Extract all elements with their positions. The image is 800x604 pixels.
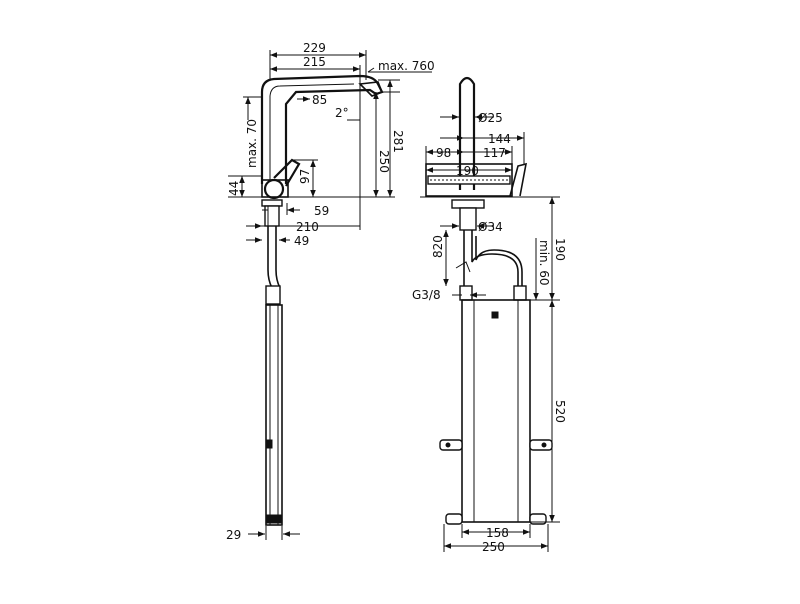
dim-210: 210 xyxy=(296,220,319,234)
faucet-column xyxy=(458,76,476,190)
side-view: 229 215 max. 760 85 2° max. 70 44 97 xyxy=(226,41,435,542)
handle-lever xyxy=(273,158,301,187)
dim-59: 59 xyxy=(314,204,329,218)
mount-shank xyxy=(264,205,280,227)
hose-right xyxy=(275,226,281,289)
hose-left xyxy=(267,226,273,289)
dim-97: 97 xyxy=(298,169,312,184)
mount-ring xyxy=(261,199,283,207)
dim-117: 117 xyxy=(483,146,506,160)
faucet-base xyxy=(261,179,289,198)
body-circle xyxy=(263,178,285,200)
dim-g38: G3/8 xyxy=(412,288,441,302)
dim-229: 229 xyxy=(303,41,326,55)
bracket-right-hole xyxy=(541,442,547,448)
dim-820: 820 xyxy=(431,235,445,258)
dim-158: 158 xyxy=(486,526,509,540)
dim-250-bottom: 250 xyxy=(482,540,505,554)
front-mount-ring xyxy=(451,199,485,209)
right-connector xyxy=(513,285,527,301)
dim-dia-34: Ø34 xyxy=(478,220,503,234)
foot-left xyxy=(445,513,463,525)
dim-520: 520 xyxy=(553,400,567,423)
dim-44: 44 xyxy=(227,181,241,196)
dim-max-760: max. 760 xyxy=(378,59,435,73)
arrow-760 xyxy=(367,67,375,73)
cabinet-box-front xyxy=(461,299,531,523)
box-screw xyxy=(491,311,499,319)
spout-inner-line xyxy=(269,83,355,180)
front-hose-outer xyxy=(475,236,523,290)
dim-144: 144 xyxy=(488,132,511,146)
dim-98: 98 xyxy=(436,146,451,160)
dim-min-60: min. 60 xyxy=(537,240,551,286)
box-bracket xyxy=(265,439,273,449)
front-view: Ø25 144 98 117 190 Ø34 820 G3/8 min. 60 … xyxy=(412,76,567,554)
bracket-left xyxy=(439,439,463,451)
cabinet-box-side xyxy=(265,304,283,526)
bracket-right xyxy=(529,439,553,451)
dim-250: 250 xyxy=(377,150,391,173)
dim-29: 29 xyxy=(226,528,241,542)
dim-190-height: 190 xyxy=(553,238,567,261)
dim-190-width: 190 xyxy=(456,164,479,178)
spray-head xyxy=(358,81,384,97)
dim-215: 215 xyxy=(303,55,326,69)
dim-281: 281 xyxy=(391,130,405,153)
hose-connector xyxy=(265,285,281,305)
dim-dia-25: Ø25 xyxy=(478,111,503,125)
dim-49: 49 xyxy=(294,234,309,248)
dim-85: 85 xyxy=(312,93,327,107)
front-hose-right xyxy=(471,230,519,290)
box-foot xyxy=(265,514,283,524)
left-connector xyxy=(459,285,473,301)
sink-outline xyxy=(425,163,513,197)
hose-clip-left xyxy=(455,261,471,273)
bracket-left-hole xyxy=(445,442,451,448)
dim-angle: 2° xyxy=(335,106,349,120)
front-mount-shank xyxy=(459,207,477,231)
pullout-handle xyxy=(509,162,528,197)
dim-max-70: max. 70 xyxy=(245,119,259,168)
sink-slot xyxy=(427,175,511,185)
